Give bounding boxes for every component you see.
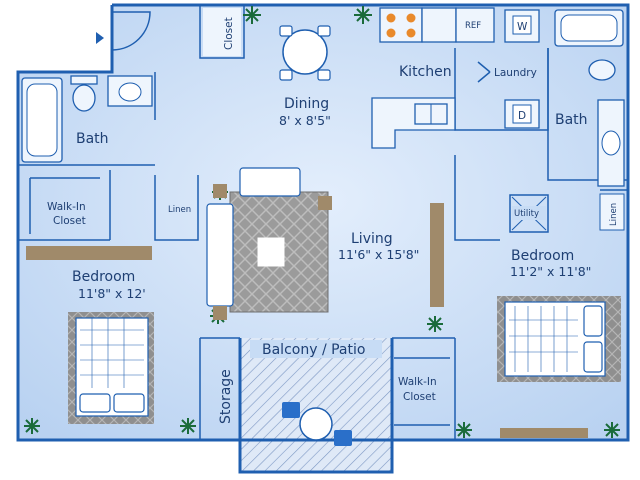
closet-top-label: Closet — [223, 17, 235, 50]
entry-door-swing — [111, 11, 151, 51]
end-table — [213, 306, 227, 320]
bed-icon — [75, 317, 149, 417]
bedroom-left-label: Bedroom — [72, 269, 135, 285]
laundry-label: Laundry — [494, 67, 537, 79]
kitchen-label: Kitchen — [399, 64, 452, 80]
linen-left-wall — [154, 175, 199, 241]
linen-right-label: Linen — [609, 203, 619, 226]
walkin-left-line2: Closet — [53, 215, 86, 227]
storage-label: Storage — [218, 369, 234, 424]
toilet-tank — [70, 75, 98, 85]
bed-icon — [504, 301, 606, 377]
sofa-icon — [206, 167, 301, 307]
plant-icon — [354, 6, 372, 24]
dresser — [500, 428, 588, 438]
end-table — [213, 184, 227, 198]
bath-left-wall — [18, 72, 156, 166]
closet-top-wall — [199, 5, 245, 59]
walkin-right-line2: Closet — [403, 391, 436, 403]
walkin-right-wall — [392, 337, 456, 440]
plant-icon — [456, 422, 472, 438]
laundry-arrow — [477, 61, 491, 83]
coffee-table — [257, 237, 285, 267]
plant-icon — [427, 316, 443, 332]
dryer-label: D — [518, 110, 526, 122]
storage-wall — [199, 337, 240, 440]
closet-top-floor — [203, 8, 241, 56]
utility-wall — [509, 189, 628, 233]
outer-wall — [16, 3, 630, 442]
walkin-right-label: Walk-In Closet — [398, 376, 440, 403]
plant-icon — [604, 422, 620, 438]
end-table — [318, 196, 332, 210]
balcony-label-bg — [250, 340, 382, 358]
stove-icon — [379, 7, 423, 43]
walkin-left-label: Walk-In Closet — [47, 201, 89, 227]
walkin-left-wall — [18, 170, 111, 241]
plant-icon — [243, 6, 261, 24]
living-dim-label: 11'6" x 15'8" — [338, 247, 419, 262]
bedroom-right-dim-label: 11'2" x 11'8" — [510, 264, 591, 279]
balcony-wall — [238, 338, 394, 474]
living-divider — [454, 155, 500, 241]
closet-shelf — [29, 177, 100, 234]
linen-left-label: Linen — [168, 205, 191, 215]
patio-table-icon — [282, 402, 352, 446]
balcony-floor — [240, 338, 392, 472]
refrigerator — [455, 7, 495, 43]
counter-top — [421, 7, 457, 43]
walkin-right-line1: Walk-In — [398, 376, 437, 388]
plant-icon — [24, 418, 40, 434]
toilet-icon — [588, 59, 616, 81]
walkin-left-line1: Walk-In — [47, 201, 86, 213]
tv-console — [430, 203, 444, 307]
dresser — [26, 246, 152, 260]
bedroom-right-label: Bedroom — [511, 248, 574, 264]
dining-dim-label: 8' x 8'5" — [279, 113, 331, 128]
utility-label: Utility — [514, 209, 539, 219]
entry-arrow-icon — [96, 32, 104, 44]
toilet-icon — [72, 84, 96, 112]
dining-label: Dining — [284, 96, 329, 112]
dining-table-icon — [279, 25, 331, 81]
bath-left-label: Bath — [76, 131, 109, 147]
balcony-label: Balcony / Patio — [262, 342, 365, 358]
plant-icon — [180, 418, 196, 434]
closet-shelf — [394, 357, 450, 426]
refrigerator-label: REF — [465, 21, 481, 31]
bath-right-label: Bath — [555, 112, 588, 128]
bedroom-left-dim-label: 11'8" x 12' — [78, 286, 146, 301]
washer-label: W — [517, 21, 528, 33]
living-label: Living — [351, 231, 393, 247]
